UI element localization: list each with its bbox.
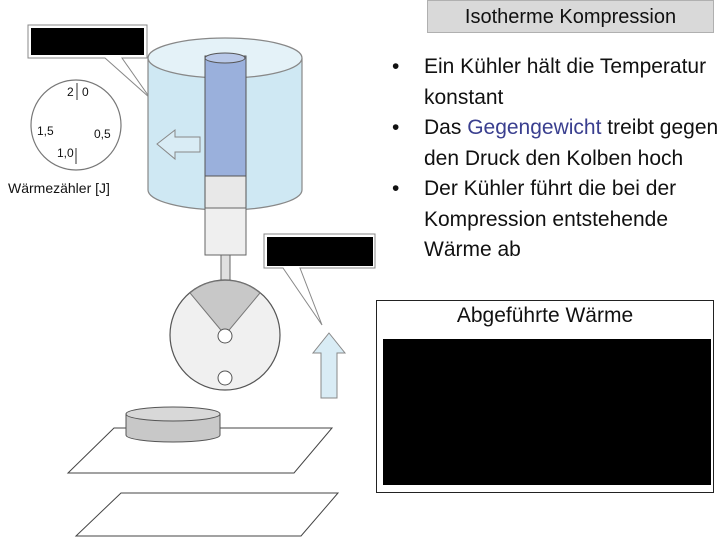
heat-meter-caption: Wärmezähler [J] bbox=[8, 180, 110, 196]
heat-meter-dial bbox=[30, 79, 122, 171]
heat-output-panel: Abgeführte Wärme bbox=[376, 300, 714, 493]
meter-label-0-5: 0,5 bbox=[94, 127, 111, 141]
heat-output-redacted bbox=[383, 339, 711, 485]
gas-chamber bbox=[204, 55, 247, 177]
flywheel-pin-top bbox=[217, 328, 233, 344]
bullet-text: Das bbox=[424, 116, 468, 139]
heat-output-label: Abgeführte Wärme bbox=[456, 304, 634, 327]
callout-right-black bbox=[267, 237, 373, 266]
counterweight-side bbox=[125, 414, 221, 443]
counterweight-top bbox=[125, 406, 221, 422]
piston-head bbox=[204, 175, 247, 209]
bullet-item: • Der Kühler führt die bei der Kompressi… bbox=[392, 174, 720, 266]
meter-label-1-0: 1,0 bbox=[57, 146, 74, 160]
bullet-item: • Das Gegengewicht treibt gegen den Druc… bbox=[392, 113, 720, 174]
flywheel-pin-bottom bbox=[217, 370, 233, 386]
gas-chamber-top bbox=[204, 52, 246, 64]
piston-rod bbox=[220, 254, 231, 282]
bullet-text: Ein Kühler hält die Temperatur konstant bbox=[424, 55, 707, 109]
weight-tray-lower bbox=[74, 492, 340, 537]
bullet-text: treibt gegen den Druck den Kolben hoch bbox=[424, 116, 719, 170]
bullet-text: Der Kühler führt die bei der Kompression… bbox=[424, 177, 677, 261]
bullet-dot: • bbox=[392, 55, 400, 78]
meter-label-0: 0 bbox=[82, 85, 89, 99]
slide-title: Isotherme Kompression bbox=[427, 0, 714, 33]
meter-label-1-5: 1,5 bbox=[37, 124, 54, 138]
bullet-highlight: Gegengewicht bbox=[467, 116, 602, 139]
meter-label-2: 2 bbox=[67, 85, 74, 99]
heat-out-arrow bbox=[156, 128, 201, 161]
bullet-item: • Ein Kühler hält die Temperatur konstan… bbox=[392, 52, 720, 113]
piston-body bbox=[204, 207, 247, 256]
bullet-dot: • bbox=[392, 177, 400, 200]
callout-top-left-black bbox=[31, 28, 144, 55]
lift-arrow bbox=[311, 332, 347, 399]
bullet-dot: • bbox=[392, 116, 400, 139]
flywheel-sector bbox=[189, 280, 261, 336]
bullet-list: • Ein Kühler hält die Temperatur konstan… bbox=[392, 52, 720, 266]
